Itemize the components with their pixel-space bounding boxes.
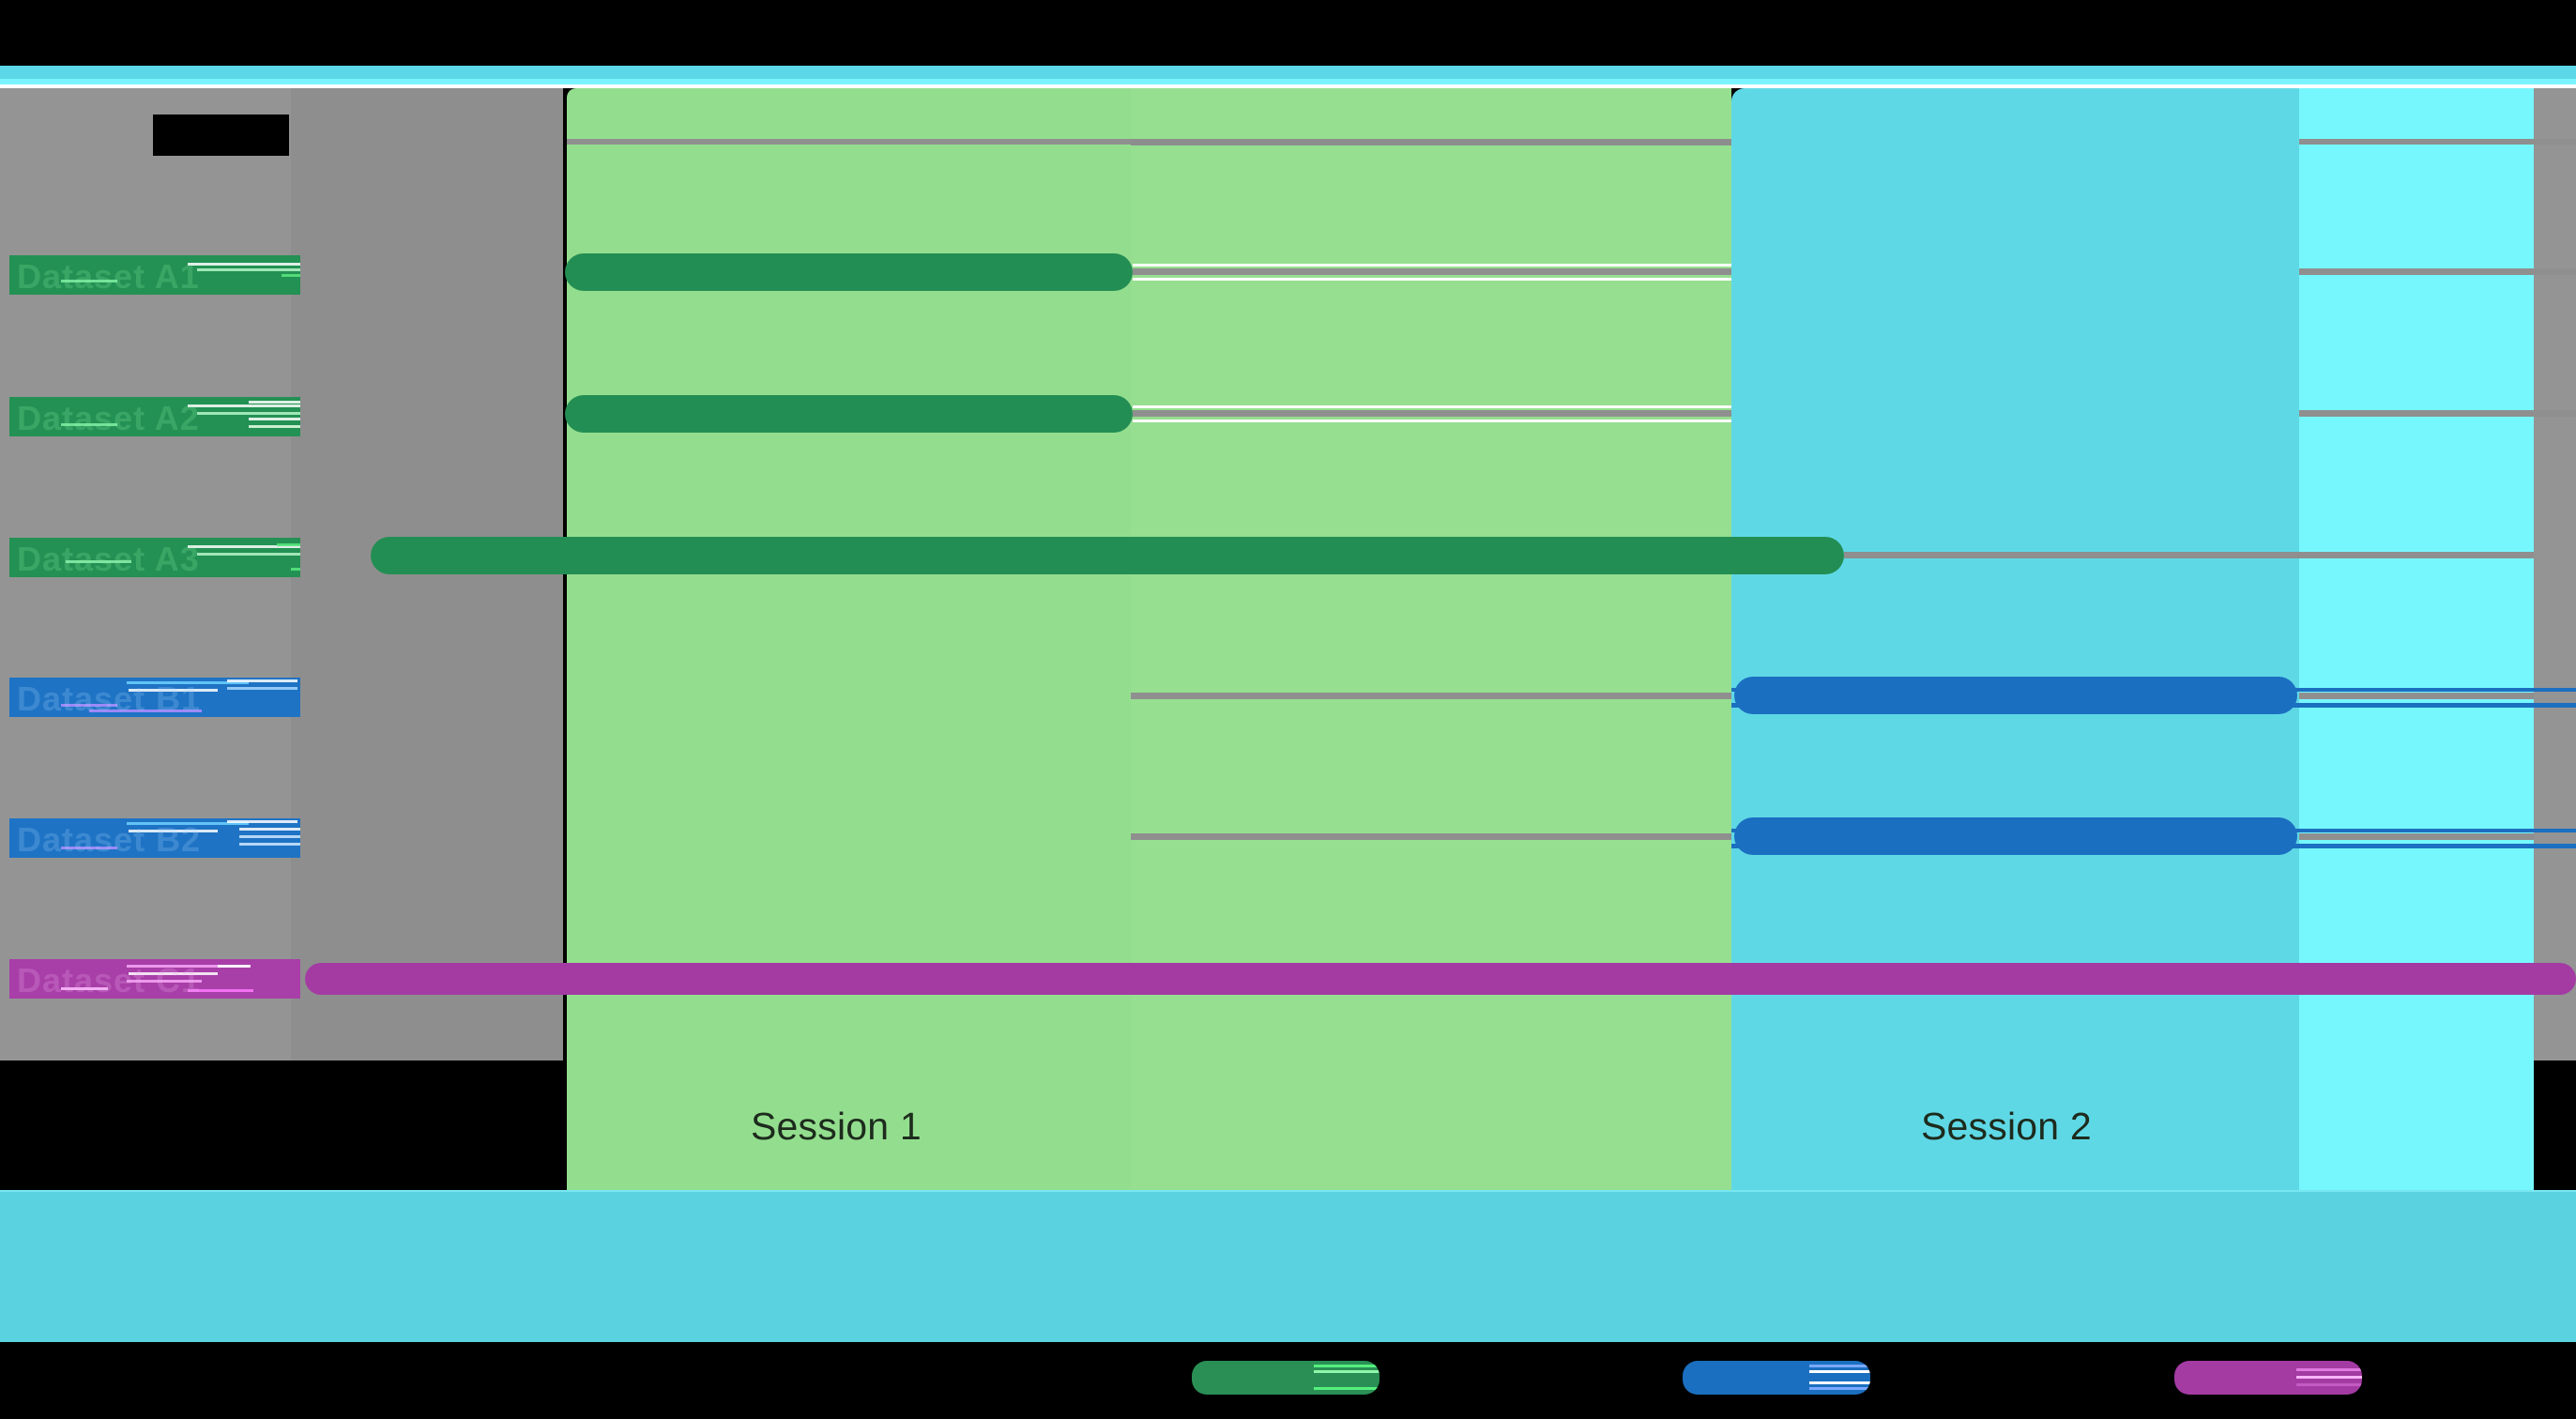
chart-title-redacted [153, 114, 289, 156]
plot-panel-right-gray [2534, 88, 2576, 1060]
chart-title-redacted-notch [153, 114, 172, 122]
whisker-row-5-left [1131, 833, 1731, 840]
legend-swatch-0[interactable] [1192, 1361, 1379, 1395]
whisker-row-1-far [2299, 268, 2576, 275]
whisker-row-5-right [2299, 833, 2534, 840]
bar-dataset-a3[interactable] [371, 537, 1844, 574]
session-1-label: Session 1 [751, 1105, 922, 1148]
whisker-row-1 [1133, 268, 1731, 275]
category-label-2: Dataset A3 [9, 538, 300, 577]
category-label-5: Dataset C1 [9, 959, 300, 999]
whisker-row-2 [1133, 410, 1731, 417]
whisker-row-3 [1844, 552, 2534, 558]
bar-dataset-b2[interactable] [1734, 817, 2297, 855]
category-label-3: Dataset B1 [9, 678, 300, 717]
redaction-block [9, 255, 300, 295]
plot-panel-gray-inner [291, 88, 563, 1060]
top-white-hairline [0, 84, 2576, 88]
legend-swatch-2[interactable] [2174, 1361, 2362, 1395]
session-band-1-right-half [1131, 88, 1731, 1192]
bar-dataset-a1[interactable] [565, 253, 1133, 291]
gridline-row-0-c [2299, 139, 2576, 145]
category-label-text: Dataset B1 [17, 679, 202, 717]
bar-dataset-c1[interactable] [305, 963, 2576, 995]
redaction-block [9, 818, 300, 858]
category-label-text: Dataset C1 [17, 961, 202, 999]
whisker-row-2-cap-top [1133, 405, 1731, 408]
session-band-2 [1731, 88, 2299, 1192]
redaction-block [9, 538, 300, 577]
session-band-3 [2299, 88, 2534, 1192]
category-label-0: Dataset A1 [9, 255, 300, 295]
gridline-row-0-b [1131, 139, 1731, 145]
category-label-text: Dataset A3 [17, 540, 200, 577]
category-label-text: Dataset B2 [17, 820, 202, 858]
category-label-text: Dataset A2 [17, 399, 200, 436]
top-cyan-strip-light [0, 79, 2576, 84]
bar-dataset-a2[interactable] [565, 395, 1133, 433]
category-label-text: Dataset A1 [17, 257, 200, 295]
category-label-1: Dataset A2 [9, 397, 300, 436]
whisker-row-1-cap-bottom [1133, 278, 1731, 281]
category-label-4: Dataset B2 [9, 818, 300, 858]
whisker-row-4-right [2299, 693, 2534, 699]
whisker-row-4-left [1131, 693, 1731, 699]
legend [0, 1351, 2576, 1419]
legend-swatch-1[interactable] [1683, 1361, 1870, 1395]
bottom-cyan-block [0, 1192, 2576, 1342]
top-cyan-strip [0, 66, 2576, 79]
redaction-block [9, 397, 300, 436]
whisker-row-1-cap-top [1133, 264, 1731, 267]
session-2-label: Session 2 [1921, 1105, 2092, 1148]
whisker-row-2-cap-bottom [1133, 420, 1731, 422]
bar-dataset-b1[interactable] [1734, 677, 2297, 714]
top-black-margin [0, 0, 2576, 66]
whisker-row-2-far [2299, 410, 2576, 417]
